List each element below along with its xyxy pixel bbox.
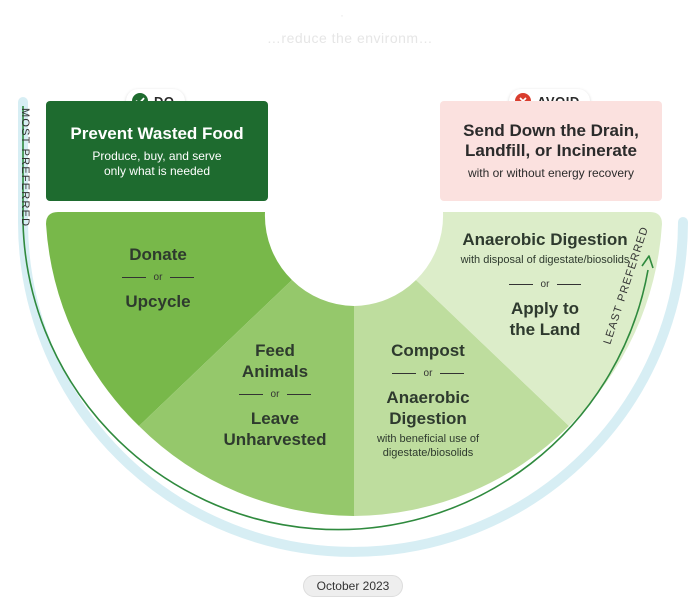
segment-compost-ad-title-2: Digestion	[389, 409, 467, 428]
segment-anaerobic-note: with disposal of digestate/biosolids	[460, 254, 630, 266]
segment-apply-title-1: Apply to	[511, 299, 579, 318]
segment-leave-title-1: Leave	[250, 409, 300, 428]
segment-anaerobic-title: Anaerobic Digestion	[462, 230, 628, 249]
prevent-wasted-food-box: Prevent Wasted Food Produce, buy, and se…	[46, 101, 268, 201]
segment-anaerobic	[416, 212, 662, 426]
segment-compost-title: Compost	[391, 341, 465, 360]
or-label: or	[423, 368, 433, 379]
faded-header-title: …reduce the environm…	[266, 30, 434, 46]
segment-upcycle-title: Upcycle	[125, 292, 191, 311]
most-preferred-label: MOST PREFERRED	[19, 108, 31, 228]
segment-compost-note-1: with beneficial use of	[376, 433, 480, 445]
segment-feed-title-2: Animals	[241, 362, 309, 381]
avoid-box-title-2: Landfill, or Incinerate	[465, 141, 637, 160]
do-box-subtitle-2: only what is needed	[103, 163, 211, 178]
avoid-box-title-1: Send Down the Drain,	[463, 121, 639, 140]
preference-arrow-line	[22, 106, 649, 531]
or-separator: or	[238, 389, 312, 400]
or-separator: or	[508, 279, 582, 290]
segment-compost-ad-title-1: Anaerobic	[386, 388, 470, 407]
segment-feed	[139, 280, 354, 516]
date-badge: October 2023	[303, 575, 403, 597]
segment-donate	[46, 212, 292, 426]
preference-band	[18, 97, 688, 557]
segment-compost-note-2: digestate/biosolids	[382, 447, 474, 459]
or-separator: or	[391, 368, 465, 379]
segment-feed-title-1: Feed	[255, 341, 295, 360]
segment-donate-text: Donate or Upcycle	[88, 244, 228, 312]
do-box-subtitle-1: Produce, buy, and serve	[92, 148, 222, 163]
or-label: or	[153, 272, 163, 283]
segment-donate-title: Donate	[129, 245, 187, 264]
do-box-title: Prevent Wasted Food	[70, 123, 244, 143]
segment-feed-text: Feed Animals or Leave Unharvested	[200, 340, 350, 450]
avoid-box-subtitle: with or without energy recovery	[467, 166, 635, 180]
or-separator: or	[121, 272, 195, 283]
segment-compost-text: Compost or Anaerobic Digestion with bene…	[358, 340, 498, 460]
or-label: or	[540, 279, 550, 290]
segment-apply-title-2: the Land	[509, 320, 581, 339]
send-down-drain-box: Send Down the Drain, Landfill, or Incine…	[440, 101, 662, 201]
segment-leave-title-2: Unharvested	[223, 430, 327, 449]
preference-arrow-head	[641, 255, 654, 269]
faded-header-mark: ·	[340, 8, 344, 22]
segment-compost	[354, 280, 569, 516]
segment-anaerobic-text: Anaerobic Digestion with disposal of dig…	[440, 229, 650, 340]
or-label: or	[270, 389, 280, 400]
